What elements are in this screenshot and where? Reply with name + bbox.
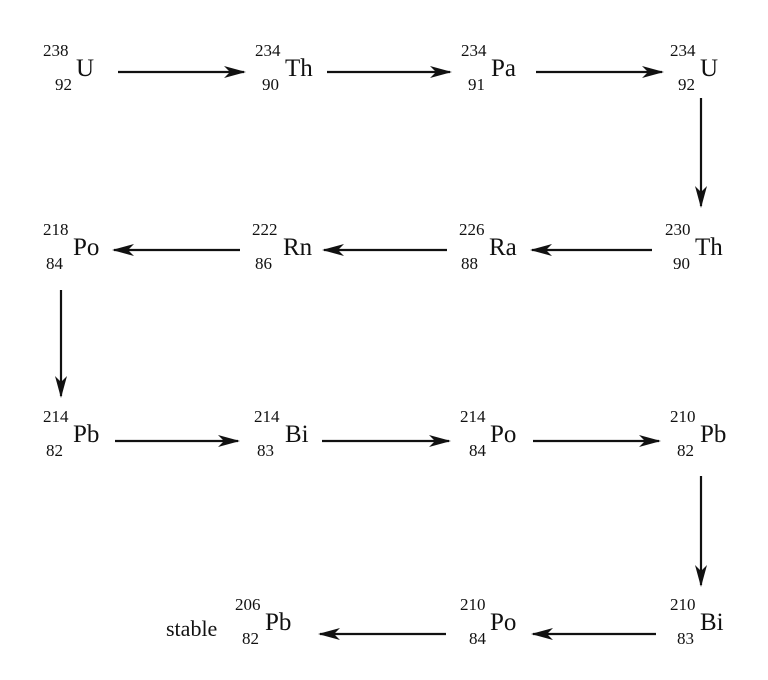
nuclide-bi210: 210 83 Bi <box>670 596 740 656</box>
element-symbol: Po <box>490 421 517 448</box>
nuclide-bi214: 214 83 Bi <box>254 408 324 468</box>
mass-number: 234 <box>255 41 281 60</box>
element-symbol: Bi <box>700 609 724 636</box>
atomic-number: 83 <box>257 441 274 460</box>
atomic-number: 83 <box>677 629 694 648</box>
nuclide-ra226: 226 88 Ra <box>459 221 529 281</box>
mass-number: 210 <box>670 595 696 614</box>
element-symbol: Th <box>695 234 723 261</box>
element-symbol: Pb <box>265 609 292 636</box>
element-symbol: Th <box>285 55 313 82</box>
atomic-number: 88 <box>461 254 478 273</box>
nuclide-po214: 214 84 Po <box>460 408 530 468</box>
mass-number: 226 <box>459 220 485 239</box>
atomic-number: 92 <box>55 75 72 94</box>
nuclide-u238: 238 92 U <box>43 42 103 102</box>
mass-number: 206 <box>235 595 261 614</box>
element-symbol: Po <box>73 234 100 261</box>
nuclide-pb206: 206 82 Pb <box>235 596 305 656</box>
atomic-number: 82 <box>242 629 259 648</box>
element-symbol: Ra <box>489 234 517 261</box>
atomic-number: 84 <box>469 629 486 648</box>
mass-number: 218 <box>43 220 69 239</box>
atomic-number: 84 <box>46 254 63 273</box>
element-symbol: U <box>700 55 719 82</box>
mass-number: 234 <box>461 41 487 60</box>
atomic-number: 82 <box>677 441 694 460</box>
nuclide-th234: 234 90 Th <box>255 42 325 102</box>
element-symbol: Pb <box>73 421 100 448</box>
nuclide-pa234: 234 91 Pa <box>461 42 531 102</box>
mass-number: 210 <box>460 595 486 614</box>
mass-number: 210 <box>670 407 696 426</box>
mass-number: 230 <box>665 220 691 239</box>
nuclide-po218: 218 84 Po <box>43 221 113 281</box>
atomic-number: 92 <box>678 75 695 94</box>
mass-number: 222 <box>252 220 278 239</box>
nuclide-th230: 230 90 Th <box>663 221 738 281</box>
nuclide-po210: 210 84 Po <box>460 596 530 656</box>
mass-number: 238 <box>43 41 69 60</box>
nuclide-pb210: 210 82 Pb <box>670 408 740 468</box>
atomic-number: 84 <box>469 441 486 460</box>
atomic-number: 91 <box>468 75 485 94</box>
element-symbol: Rn <box>283 234 313 261</box>
element-symbol: Bi <box>285 421 309 448</box>
mass-number: 234 <box>670 41 696 60</box>
element-symbol: U <box>76 55 95 82</box>
nuclide-rn222: 222 86 Rn <box>252 221 322 281</box>
atomic-number: 90 <box>673 254 690 273</box>
mass-number: 214 <box>460 407 486 426</box>
atomic-number: 86 <box>255 254 272 273</box>
element-symbol: Pa <box>491 55 516 82</box>
stable-label: stable <box>166 616 218 641</box>
nuclide-u234: 234 92 U <box>670 42 730 102</box>
nuclide-pb214: 214 82 Pb <box>43 408 113 468</box>
mass-number: 214 <box>254 407 280 426</box>
element-symbol: Pb <box>700 421 727 448</box>
mass-number: 214 <box>43 407 69 426</box>
atomic-number: 90 <box>262 75 279 94</box>
atomic-number: 82 <box>46 441 63 460</box>
element-symbol: Po <box>490 609 517 636</box>
